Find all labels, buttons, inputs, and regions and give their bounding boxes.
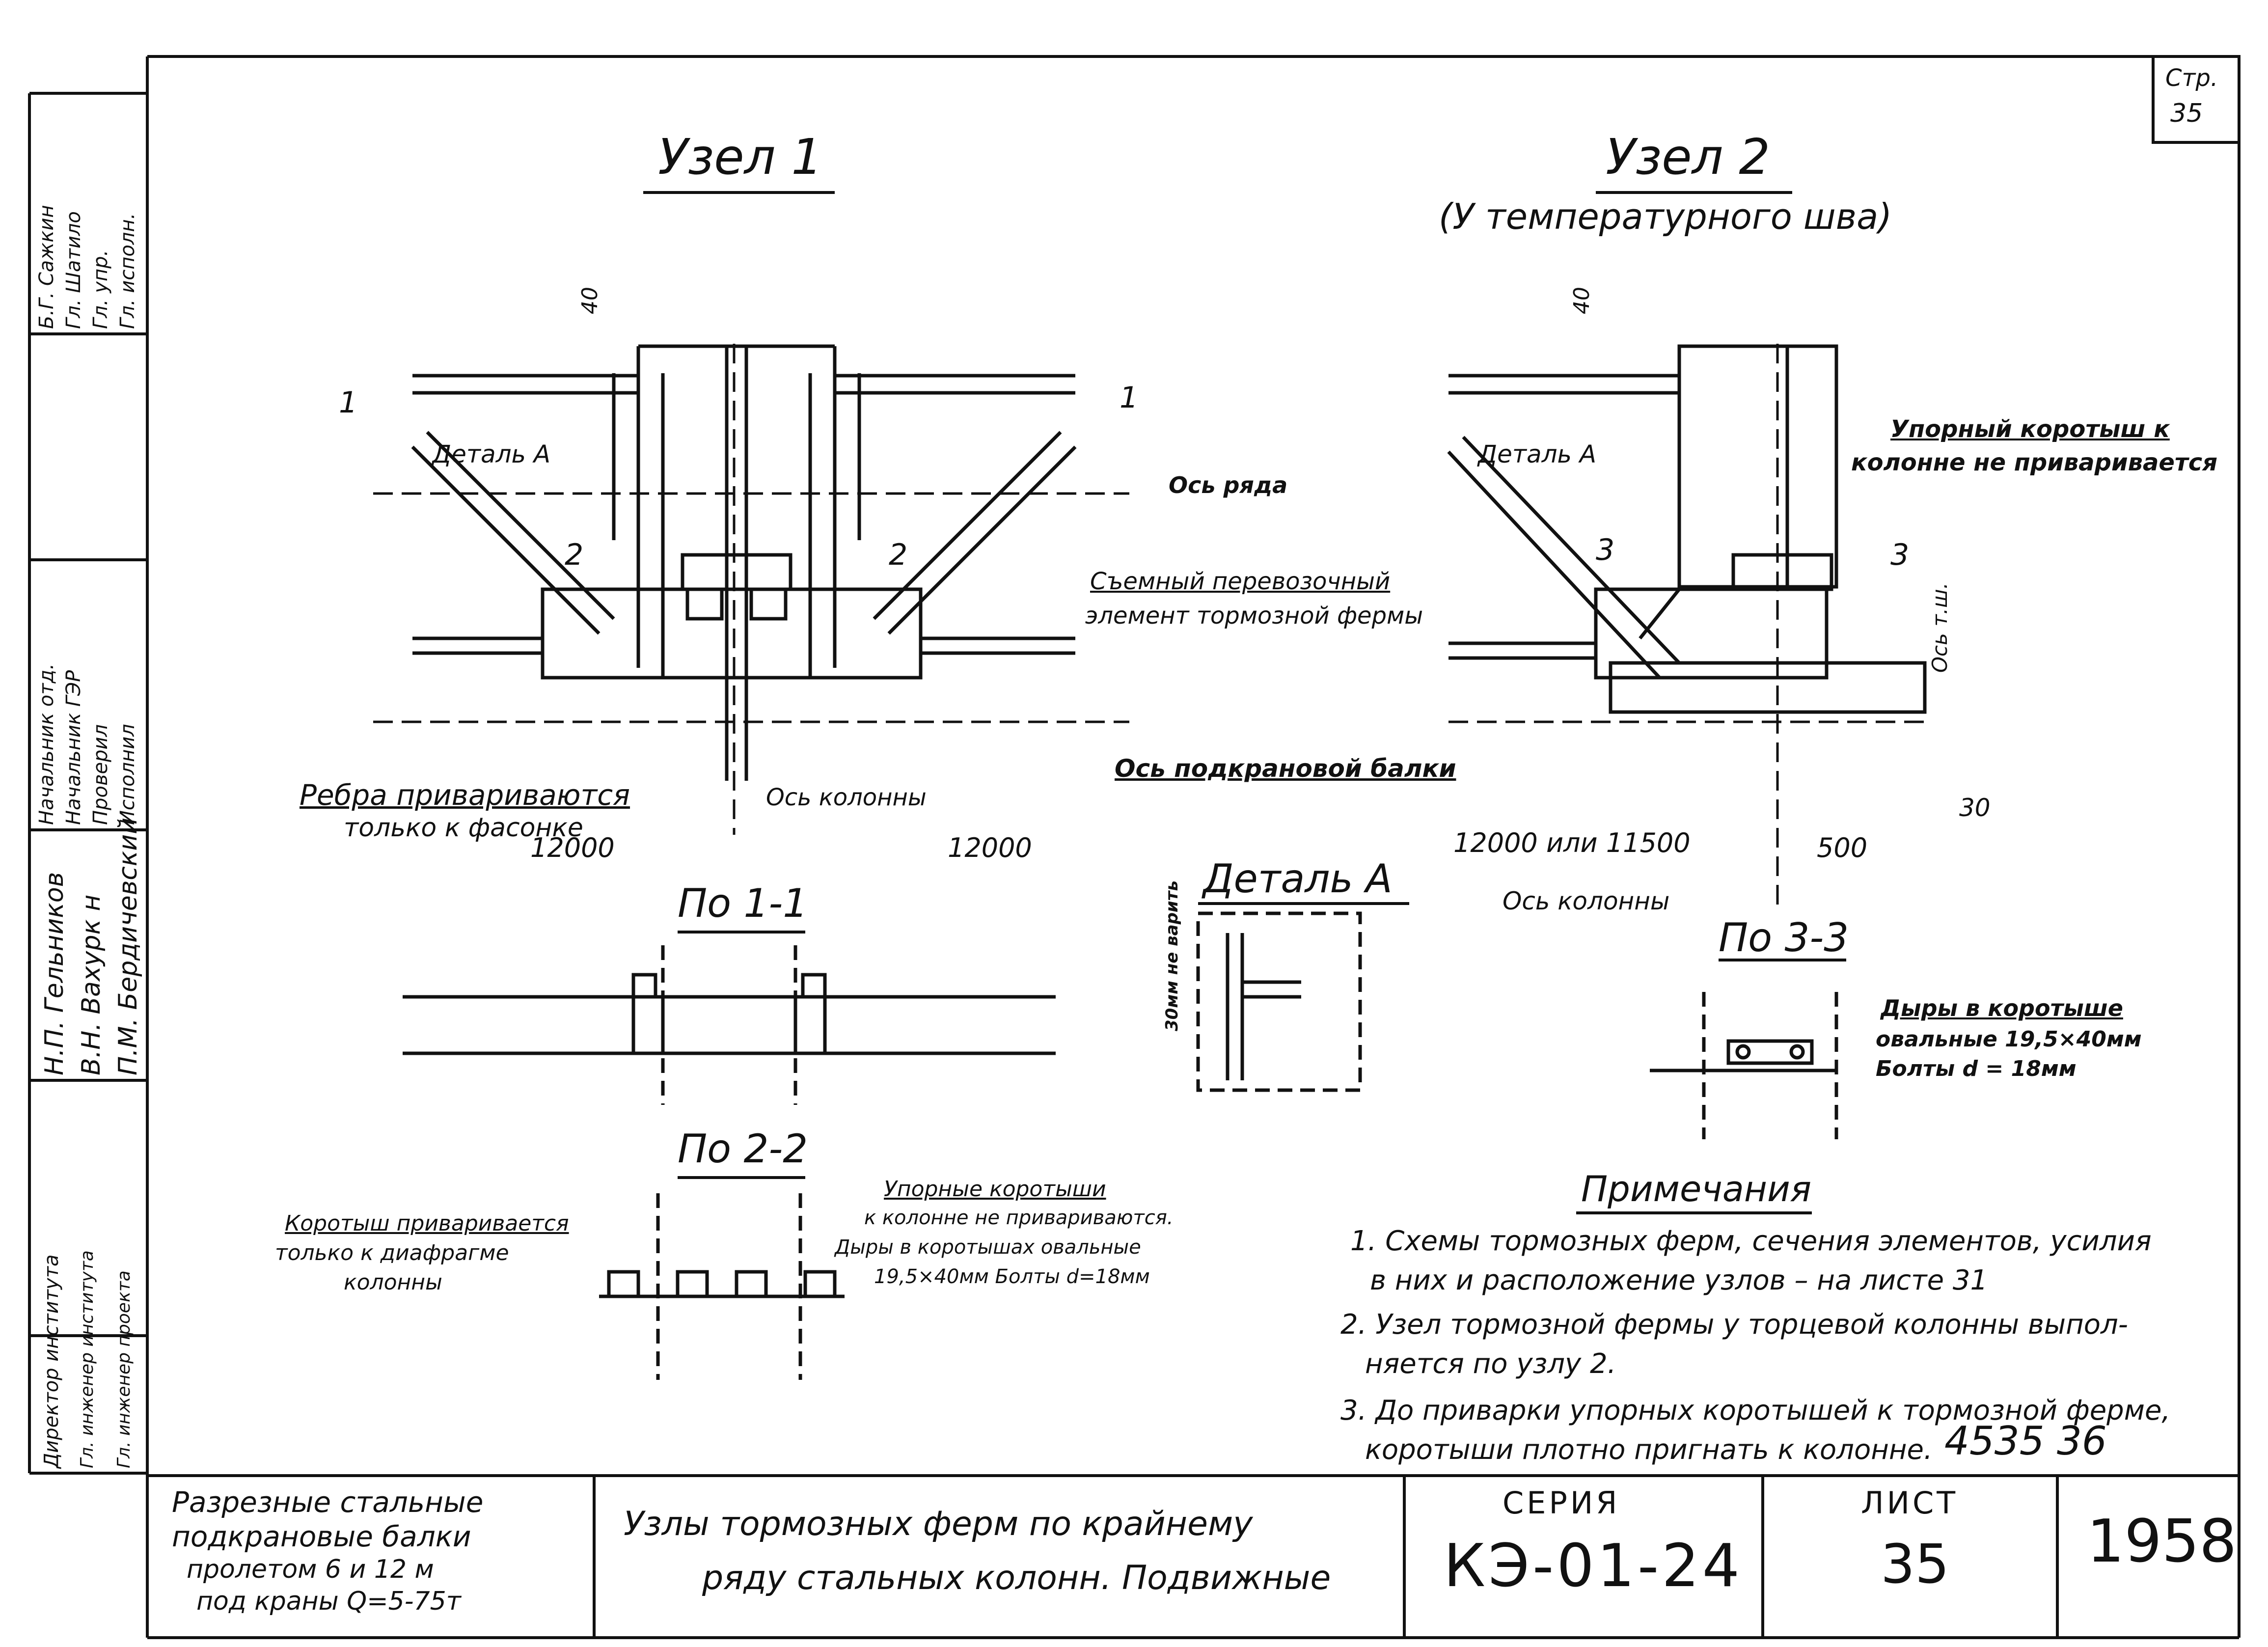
- strip-name2-1: Б.Г. Сажкин: [35, 205, 58, 329]
- upornye-note-2: к колонне не привариваются.: [864, 1207, 1174, 1229]
- dim-12000-left: 12000: [530, 832, 615, 863]
- strip-role2-1: Начальник отд.: [35, 663, 58, 825]
- dim-500: 500: [1817, 832, 1868, 863]
- korotysh-note-3: колонны: [344, 1270, 442, 1295]
- section-2-2: [599, 1193, 845, 1380]
- note-3a: 3. До приварки упорных коротышей к тормо…: [1340, 1395, 2171, 1427]
- uzel2-drawing: [1447, 344, 1927, 714]
- note-2a: 2. Узел тормозной фермы у торцевой колон…: [1340, 1309, 2128, 1341]
- dim-12000-or-11500: 12000 или 11500: [1453, 827, 1691, 858]
- section33-note-3: Болты d = 18мм: [1876, 1056, 2077, 1081]
- note-2b: няется по узлу 2.: [1365, 1348, 1616, 1380]
- dim-40-uzel1: 40: [577, 287, 602, 314]
- detail-a-label-uzel1: Деталь А: [432, 440, 551, 468]
- strip-role-2: Гл. инженер института: [77, 1250, 97, 1468]
- strip-name2-3: Гл. упр.: [89, 249, 112, 329]
- archive-stamp-number: 4535 36: [1944, 1418, 2107, 1464]
- detail-a: [1196, 911, 1362, 1092]
- strip-name2-4: Гл. исполн.: [116, 213, 139, 329]
- os-tsh-label: Ось т.ш.: [1928, 582, 1952, 673]
- section-3-3: [1650, 992, 1838, 1139]
- upornye-note-3: Дыры в коротышах овальные: [835, 1236, 1141, 1259]
- section-mark-2-left: 2: [565, 538, 584, 572]
- strip-name-2: В.Н. Вахурк н: [77, 894, 106, 1075]
- strip-role2-4: Исполнил: [116, 724, 139, 825]
- section-mark-1-right: 1: [1120, 381, 1139, 415]
- uzel2-subtitle: (У температурного шва): [1439, 196, 1892, 237]
- tb-left-2: подкрановые балки: [172, 1520, 471, 1553]
- tb-list-label: ЛИСТ: [1861, 1485, 1959, 1521]
- note-3b: коротыши плотно пригнать к колонне.: [1365, 1434, 1933, 1466]
- strip-name-3: П.М. Бердичевский: [113, 818, 143, 1075]
- tb-seria-label: СЕРИЯ: [1503, 1485, 1620, 1521]
- page-number-label: Стр.: [2165, 64, 2218, 92]
- korotysh-note-2: только к диафрагме: [275, 1240, 509, 1265]
- section-title-1-1: По 1-1: [678, 880, 808, 926]
- rebra-label-2: только к фасонке: [344, 813, 583, 843]
- uzel1-title: Узел 1: [658, 128, 822, 186]
- section-title-3-3: По 3-3: [1719, 915, 1849, 961]
- section-mark-2-right: 2: [889, 538, 908, 572]
- section-title-2-2: По 2-2: [678, 1126, 808, 1172]
- tb-seria-value: КЭ-01-24: [1444, 1532, 1743, 1600]
- strip-role2-3: Проверил: [89, 724, 112, 825]
- detail-a-title: Деталь А: [1203, 856, 1393, 902]
- tb-mid-2: ряду стальных колонн. Подвижные: [702, 1559, 1331, 1597]
- semnyi-label-2: элемент тормозной фермы: [1085, 602, 1423, 630]
- uzel2-title: Узел 2: [1606, 128, 1770, 186]
- os-kolonny-label-uzel1: Ось колонны: [766, 784, 927, 811]
- upornyi-label-2: колонне не приваривается: [1851, 449, 2218, 476]
- dim-12000-right: 12000: [948, 832, 1032, 863]
- uzel1-drawing: [411, 344, 1077, 781]
- note-1a: 1. Схемы тормозных ферм, сечения элемент…: [1350, 1225, 2152, 1257]
- strip-role-3: Гл. инженер проекта: [114, 1270, 134, 1468]
- strip-name-1: Н.П. Гельников: [40, 872, 69, 1075]
- section-mark-3-left: 3: [1596, 533, 1615, 567]
- upornyi-label-1: Упорный коротыш к: [1890, 415, 2170, 443]
- page-number-value: 35: [2170, 99, 2203, 128]
- semnyi-label-1: Съемный перевозочный: [1090, 568, 1391, 595]
- section33-note-2: овальные 19,5×40мм: [1876, 1027, 2142, 1052]
- strip-name2-2: Гл. Шатило: [62, 211, 85, 329]
- page-number-box: [2152, 55, 2241, 144]
- os-ryada-label: Ось ряда: [1169, 472, 1288, 498]
- section-1-1: [403, 945, 1056, 1105]
- upornye-note-4: 19,5×40мм Болты d=18мм: [874, 1265, 1150, 1288]
- tb-left-4: под краны Q=5-75т: [196, 1587, 461, 1616]
- os-podkranovoy-label: Ось подкрановой балки: [1115, 754, 1456, 783]
- section-mark-1-left: 1: [339, 385, 358, 420]
- korotysh-note-1: Коротыш приваривается: [285, 1211, 569, 1236]
- section33-note-1: Дыры в коротыше: [1881, 995, 2123, 1021]
- dim-40-uzel2: 40: [1569, 287, 1594, 314]
- tb-year: 1958: [2087, 1508, 2237, 1576]
- detail-a-label-uzel2: Деталь А: [1478, 440, 1597, 468]
- tb-mid-1: Узлы тормозных ферм по крайнему: [624, 1505, 1253, 1543]
- rebra-label-1: Ребра привариваются: [300, 778, 630, 812]
- strip-role2-2: Начальник ГЭР: [62, 670, 85, 825]
- note-1b: в них и расположение узлов – на листе 31: [1370, 1264, 1988, 1296]
- os-kolonny-label-uzel2: Ось колонны: [1503, 887, 1670, 915]
- upornye-note-1: Упорные коротыши: [884, 1177, 1106, 1202]
- dim-30: 30: [1959, 794, 1991, 822]
- tb-left-1: Разрезные стальные: [172, 1485, 484, 1519]
- section-mark-3-right: 3: [1890, 538, 1910, 572]
- tb-left-3: пролетом 6 и 12 м: [187, 1555, 434, 1584]
- detail-a-note: 30мм не варить: [1162, 880, 1182, 1031]
- strip-role-1: Директор института: [40, 1254, 63, 1468]
- notes-title: Примечания: [1581, 1168, 1812, 1209]
- tb-list-value: 35: [1881, 1533, 1949, 1595]
